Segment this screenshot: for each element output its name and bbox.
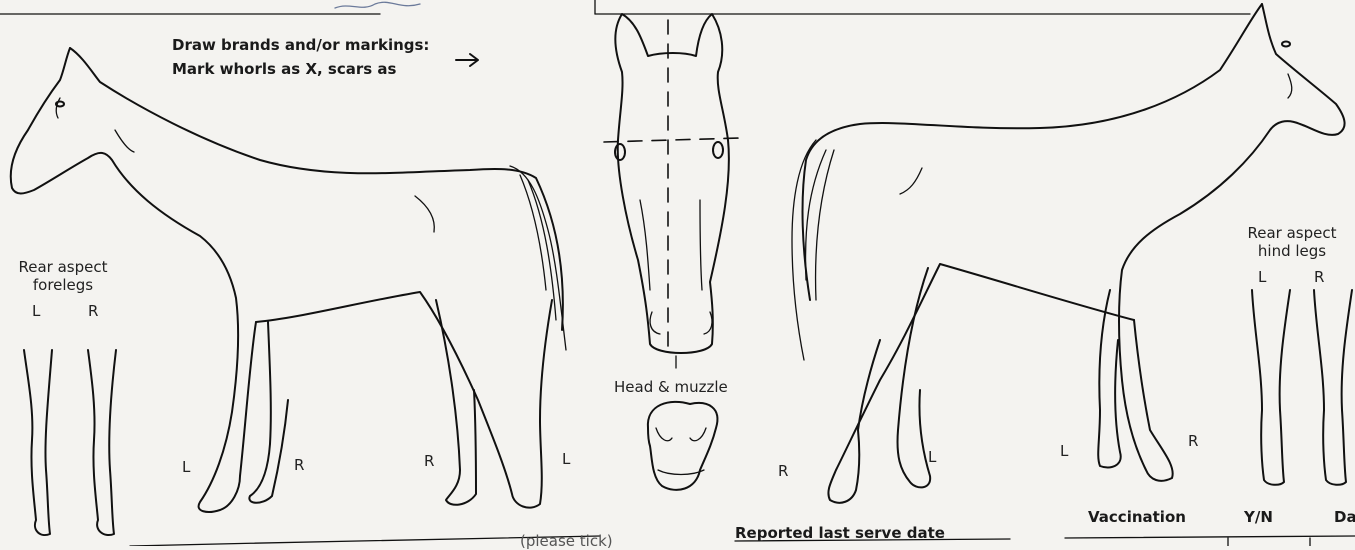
instructions-line1: Draw brands and/or markings: bbox=[172, 33, 429, 57]
vaccination-header: Vaccination bbox=[1088, 508, 1186, 526]
forelegs-title-line2: forelegs bbox=[4, 276, 122, 294]
instructions-line2: Mark whorls as X, scars as bbox=[172, 57, 429, 81]
yn-header: Y/N bbox=[1244, 508, 1273, 526]
left-horse-leg-label-3: R bbox=[424, 452, 434, 470]
right-horse-eye bbox=[1282, 42, 1290, 47]
table-header-rule bbox=[1065, 536, 1355, 538]
head-front-view bbox=[604, 14, 740, 368]
instructions: Draw brands and/or markings: Mark whorls… bbox=[172, 33, 429, 81]
serve-date-heading: Reported last serve date bbox=[735, 524, 945, 542]
forelegs-left-label: L bbox=[32, 302, 40, 320]
hindlegs-title: Rear aspect hind legs bbox=[1232, 224, 1352, 260]
right-horse-leg-label-1: R bbox=[778, 462, 788, 480]
forelegs-title-line1: Rear aspect bbox=[4, 258, 122, 276]
date-header: Da bbox=[1334, 508, 1355, 526]
head-left-eye bbox=[615, 144, 625, 160]
head-right-eye bbox=[713, 142, 723, 158]
hindlegs-right-label: R bbox=[1314, 268, 1324, 286]
head-muzzle-caption: Head & muzzle bbox=[614, 378, 728, 396]
forelegs-right-label: R bbox=[88, 302, 98, 320]
right-horse-leg-label-2: L bbox=[928, 448, 936, 466]
forelegs-rear-aspect bbox=[24, 350, 116, 535]
right-horse-leg-label-3: L bbox=[1060, 442, 1068, 460]
left-horse-leg-label-2: R bbox=[294, 456, 304, 474]
hindlegs-title-line2: hind legs bbox=[1232, 242, 1352, 260]
tick-instruction: (please tick) bbox=[520, 532, 613, 550]
hindlegs-rear-aspect bbox=[1252, 290, 1352, 485]
forelegs-title: Rear aspect forelegs bbox=[4, 258, 122, 294]
right-horse-leg-label-4: R bbox=[1188, 432, 1198, 450]
hindlegs-left-label: L bbox=[1258, 268, 1266, 286]
left-horse-leg-label-1: L bbox=[182, 458, 190, 476]
left-horse-leg-label-4: L bbox=[562, 450, 570, 468]
scar-arrow-icon bbox=[456, 54, 478, 66]
hindlegs-title-line1: Rear aspect bbox=[1232, 224, 1352, 242]
handwriting-mark bbox=[335, 2, 420, 8]
muzzle-diagram bbox=[648, 402, 718, 490]
